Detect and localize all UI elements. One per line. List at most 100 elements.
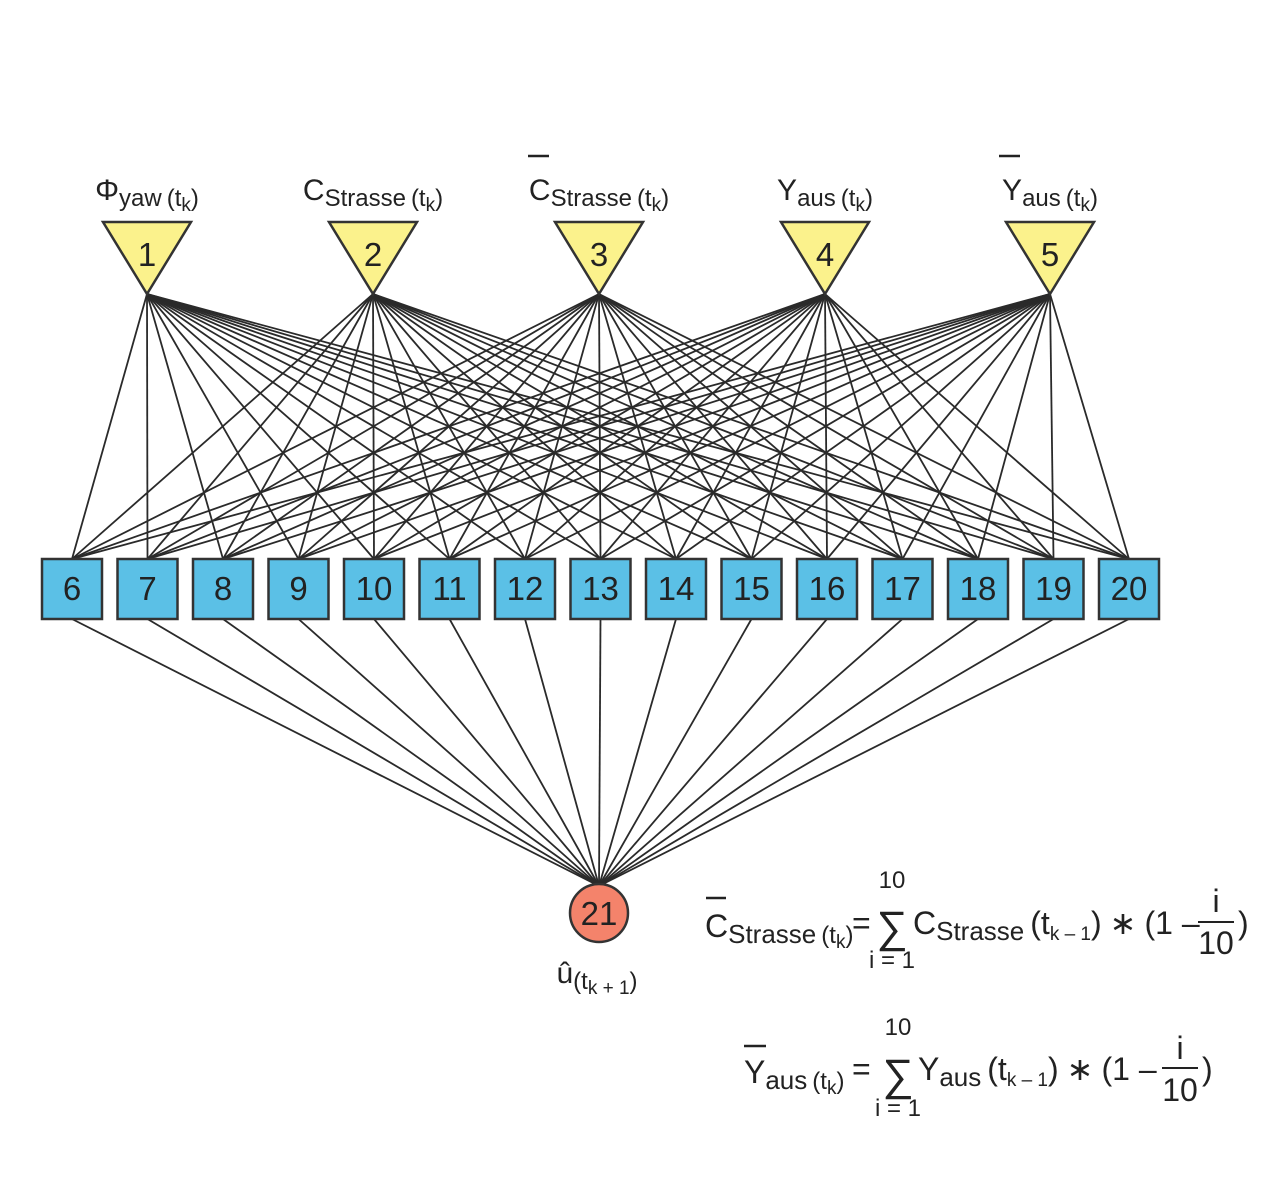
sum-lower-limit: i = 1 [875,1095,921,1122]
hidden-node-number: 19 [1035,570,1072,607]
edge-hidden-14-to-output [598,618,677,887]
edge-hidden-9-to-output [297,618,600,887]
edge-hidden-18-to-output [598,618,979,887]
hidden-box [191,557,255,621]
edge-hidden-10-to-output [373,618,600,887]
input-node-3: 3 [552,220,646,297]
input-layer: 1 2 3 4 5 [100,220,1097,297]
input-label-2: CStrasse(tk) [303,174,443,216]
formula-equals: = [852,905,871,941]
edge-input-5-to-hidden-19 [1049,293,1055,560]
edge-input-1-to-hidden-16 [146,293,828,560]
edge-input-1-to-hidden-8 [146,293,224,560]
edge-input-1-to-hidden-12 [146,293,526,560]
edge-input-3-to-hidden-19 [598,293,1054,560]
output-circle [568,882,630,944]
hidden-box [644,557,708,621]
edge-input-3-to-hidden-18 [598,293,979,560]
edge-input-4-to-hidden-20 [824,293,1130,560]
sum-lower-limit: i = 1 [869,947,915,974]
edge-input-1-to-hidden-14 [146,293,677,560]
input-triangle [778,220,872,297]
edge-hidden-8-to-output [222,618,600,887]
hidden-node-19: 19 [1022,557,1085,621]
hidden-node-8: 8 [191,557,255,621]
edge-input-1-to-hidden-18 [146,293,979,560]
hidden-node-number: 20 [1111,570,1148,607]
edge-input-1-to-hidden-15 [146,293,752,560]
input-node-2: 2 [326,220,420,297]
input-label-4: Yaus(tk) [777,174,873,216]
edge-input-1-to-hidden-10 [146,293,375,560]
edge-hidden-13-to-output [598,618,602,887]
hidden-node-number: 13 [582,570,619,607]
input-triangle [100,220,194,297]
edge-hidden-7-to-output [147,618,600,887]
edge-hidden-12-to-output [524,618,600,887]
formula-term: CStrasse(tk – 1)∗(1 – [913,905,1200,946]
hidden-node-number: 14 [658,570,695,607]
output-node-number: 21 [581,895,618,932]
edge-input-1-to-hidden-19 [146,293,1054,560]
hidden-box [40,557,104,621]
input-triangle [326,220,420,297]
input-label-1: Φyaw(tk) [95,174,199,216]
input-triangle [552,220,646,297]
edge-input-5-to-hidden-18 [977,293,1051,560]
hidden-node-number: 11 [432,570,466,607]
hidden-box [493,557,557,621]
hidden-box [569,557,632,621]
hidden-node-16: 16 [795,557,859,621]
edge-hidden-11-to-output [448,618,600,887]
input-node-number: 5 [1041,236,1059,273]
hidden-node-number: 9 [289,570,307,607]
edge-hidden-19-to-output [598,618,1054,887]
connection-edges [71,293,1130,887]
formula-y-aus: Yaus(tk) = 10 ∑ i = 1 Yaus(tk – 1)∗(1 – … [744,1014,1213,1122]
input-label-5: Yaus(tk) [1002,174,1098,216]
input-node-5: 5 [1003,220,1097,297]
formula-lhs: Yaus(tk) [744,1054,844,1099]
formula-lhs: CStrasse(tk) [705,908,853,953]
edge-hidden-20-to-output [598,618,1130,887]
edge-input-1-to-hidden-6 [71,293,148,560]
hidden-node-number: 8 [214,570,232,607]
edge-input-1-to-hidden-9 [146,293,300,560]
sum-upper-limit: 10 [879,867,906,894]
edge-input-4-to-hidden-18 [824,293,979,560]
hidden-box [946,557,1010,621]
hidden-node-14: 14 [644,557,708,621]
sum-symbol: ∑ [882,1051,913,1100]
edge-input-2-to-hidden-19 [372,293,1054,560]
formula-c-strasse: CStrasse(tk) = 10 ∑ i = 1 CStrasse(tk – … [705,867,1249,974]
edge-input-5-to-hidden-20 [1049,293,1130,560]
edge-input-1-to-hidden-7 [146,293,149,560]
hidden-box [116,557,179,621]
hidden-node-9: 9 [267,557,330,621]
hidden-node-number: 18 [960,570,997,607]
hidden-node-7: 7 [116,557,179,621]
input-node-4: 4 [778,220,872,297]
hidden-box [720,557,783,621]
hidden-node-number: 10 [356,570,393,607]
edge-hidden-17-to-output [598,618,904,887]
edge-input-1-to-hidden-13 [146,293,601,560]
hidden-node-number: 7 [138,570,156,607]
hidden-node-17: 17 [871,557,934,621]
sum-upper-limit: 10 [885,1014,912,1041]
hidden-node-6: 6 [40,557,104,621]
edge-hidden-16-to-output [598,618,828,887]
hidden-node-number: 15 [733,570,770,607]
edge-input-3-to-hidden-20 [598,293,1130,560]
input-node-1: 1 [100,220,194,297]
edge-hidden-15-to-output [598,618,753,887]
sum-symbol: ∑ [876,903,907,952]
hidden-node-18: 18 [946,557,1010,621]
input-node-number: 3 [590,236,608,273]
hidden-node-13: 13 [569,557,632,621]
formula-term: Yaus(tk – 1)∗(1 – [918,1051,1157,1092]
hidden-box [871,557,934,621]
hidden-node-11: 11 [418,557,481,621]
